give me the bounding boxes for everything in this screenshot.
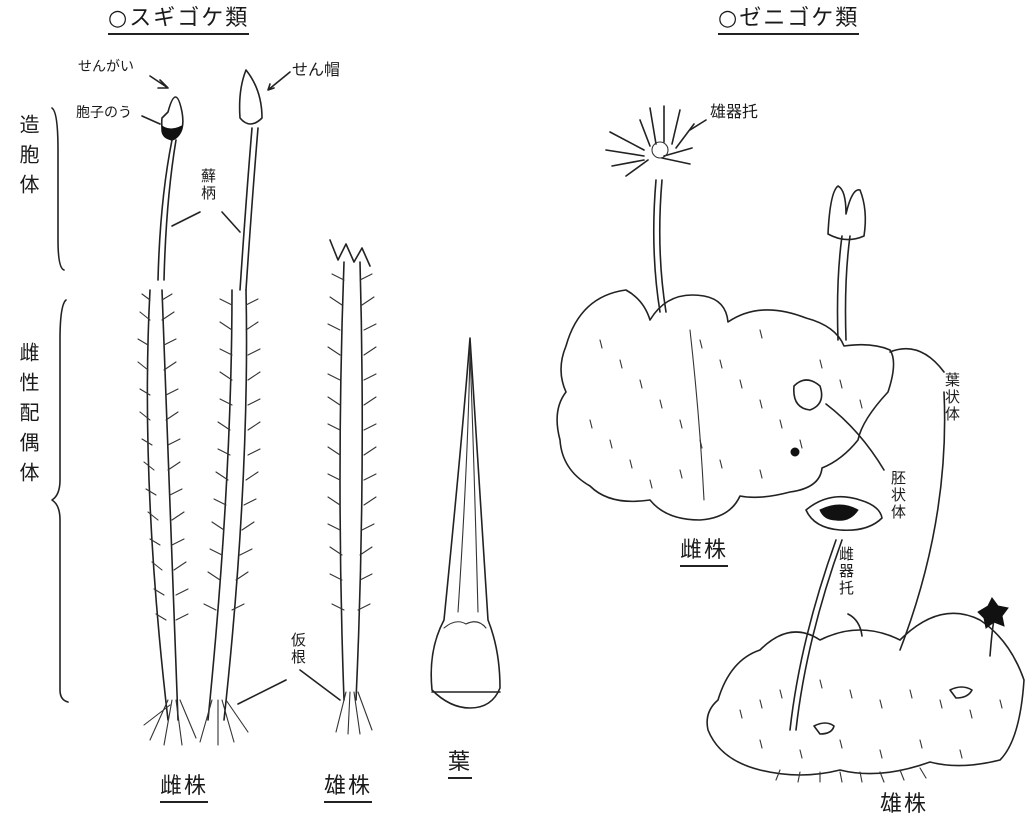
gametophyte-bracket xyxy=(52,300,68,702)
left-female-caption: 雌株 xyxy=(160,776,208,803)
leaf-caption: 葉 xyxy=(448,752,472,779)
senkai-label: せんがい xyxy=(78,60,134,74)
sentei-label: 蘚柄 xyxy=(200,168,215,202)
male-plant xyxy=(328,240,376,734)
right-male-caption: 雄株 xyxy=(880,794,928,816)
arrow-senbou xyxy=(268,72,290,90)
arrow-karine xyxy=(238,670,340,704)
sporophyte-bracket xyxy=(52,108,64,270)
youjoutai-label: 葉状体 xyxy=(944,372,959,423)
gametophyte-bracket-label: 雌性配偶体 xyxy=(18,342,38,492)
mujoutai-label: 胚状体 xyxy=(890,470,905,521)
left-male-caption: 雄株 xyxy=(324,776,372,803)
left-section-title: ○スギゴケ類 xyxy=(108,8,249,35)
yuukitaku-label: 雄器托 xyxy=(710,104,758,120)
female-plant-1 xyxy=(138,97,196,745)
arrow-housinou xyxy=(142,116,160,124)
marchantia-female-thallus xyxy=(707,497,1024,782)
leader-mujoutai xyxy=(826,404,884,470)
leaf-drawing xyxy=(431,338,500,708)
right-female-caption: 雌株 xyxy=(680,540,728,567)
housinou-label: 胞子のう xyxy=(76,106,132,120)
karine-label: 仮根 xyxy=(290,632,305,666)
sporophyte-bracket-label: 造胞体 xyxy=(18,114,38,204)
marchantia-male-thallus xyxy=(557,106,893,520)
arrow-sentei xyxy=(172,212,240,232)
leader-shikitaku xyxy=(848,614,862,636)
senbou-label: せん帽 xyxy=(292,62,340,78)
shikitaku-label: 雌器托 xyxy=(838,546,853,597)
arrow-senkai xyxy=(150,76,168,88)
right-section-title: ○ゼニゴケ類 xyxy=(718,8,859,35)
